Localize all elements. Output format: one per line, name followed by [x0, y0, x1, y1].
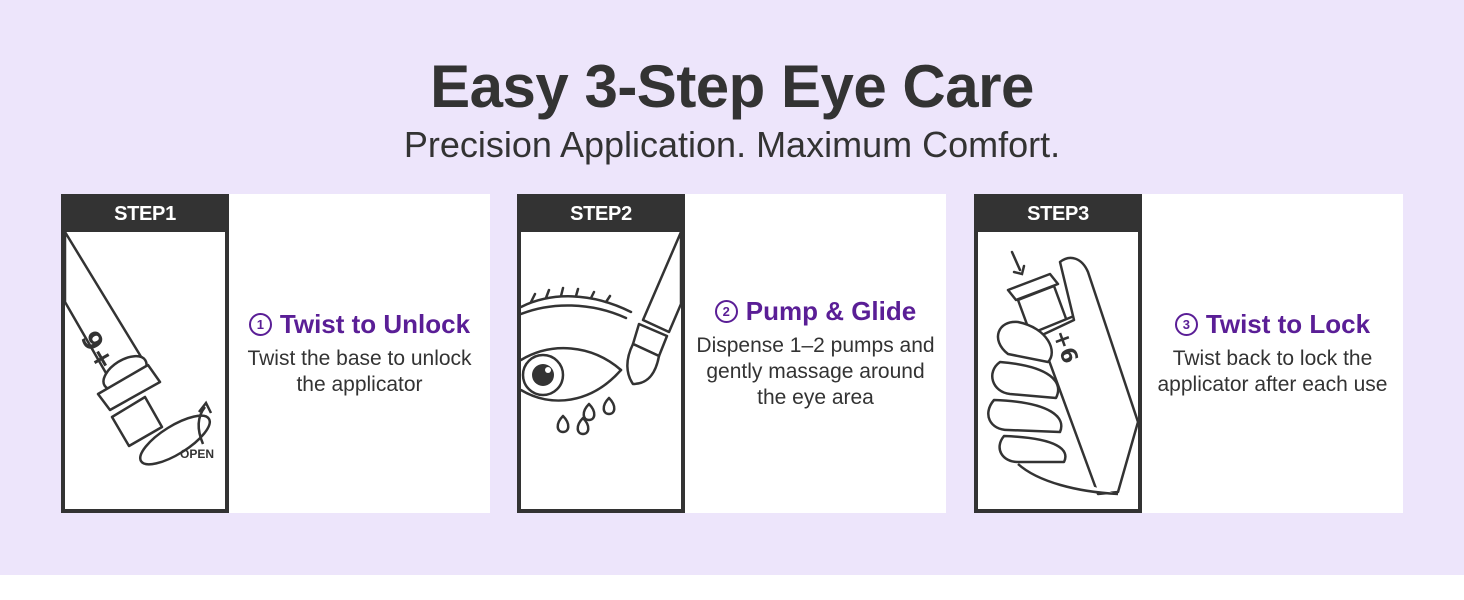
banner: Easy 3-Step Eye Care Precision Applicati…: [0, 0, 1464, 575]
step-text: 3 Twist to Lock Twist back to lock the a…: [1142, 194, 1403, 513]
step-number-badge: 3: [1174, 313, 1198, 336]
page-subtitle: Precision Application. Maximum Comfort.: [403, 124, 1061, 165]
step-label: STEP3: [1027, 203, 1089, 225]
step-heading: 3 Twist to Lock: [1174, 309, 1371, 340]
step-card-2: STEP2: [517, 194, 946, 513]
step-frame: STEP1 9+ OPEN: [61, 194, 229, 513]
step-label: STEP1: [114, 203, 176, 225]
step-heading: 1 Twist to Unlock: [248, 309, 471, 340]
page-title: Easy 3-Step Eye Care: [430, 53, 1034, 120]
open-label: OPEN: [180, 447, 214, 461]
step-frame: STEP3: [974, 194, 1142, 513]
step-heading: 2 Pump & Glide: [714, 296, 917, 327]
step-label: STEP2: [570, 203, 632, 225]
step-card-1: STEP1 9+ OPEN: [61, 194, 490, 513]
step-number-badge: 2: [714, 300, 738, 323]
step-number-badge: 1: [248, 313, 272, 336]
step-heading-label: Twist to Lock: [1205, 309, 1371, 339]
step-heading-label: Pump & Glide: [745, 296, 917, 326]
step-description: Dispense 1–2 pumps and gently massage ar…: [696, 334, 935, 409]
step-text: 1 Twist to Unlock Twist the base to unlo…: [229, 194, 490, 513]
step-frame: STEP2: [517, 194, 685, 513]
step-heading-label: Twist to Unlock: [279, 309, 471, 339]
twist-unlock-illustration: 9+ OPEN: [65, 232, 225, 509]
hand-lock-illustration: +6: [978, 232, 1138, 509]
step-text: 2 Pump & Glide Dispense 1–2 pumps and ge…: [685, 194, 946, 513]
step-description: Twist back to lock the applicator after …: [1157, 347, 1388, 396]
step-card-3: STEP3: [974, 194, 1403, 513]
step-description: Twist the base to unlock the applicator: [247, 347, 472, 396]
eye-applicator-illustration: [521, 232, 681, 509]
